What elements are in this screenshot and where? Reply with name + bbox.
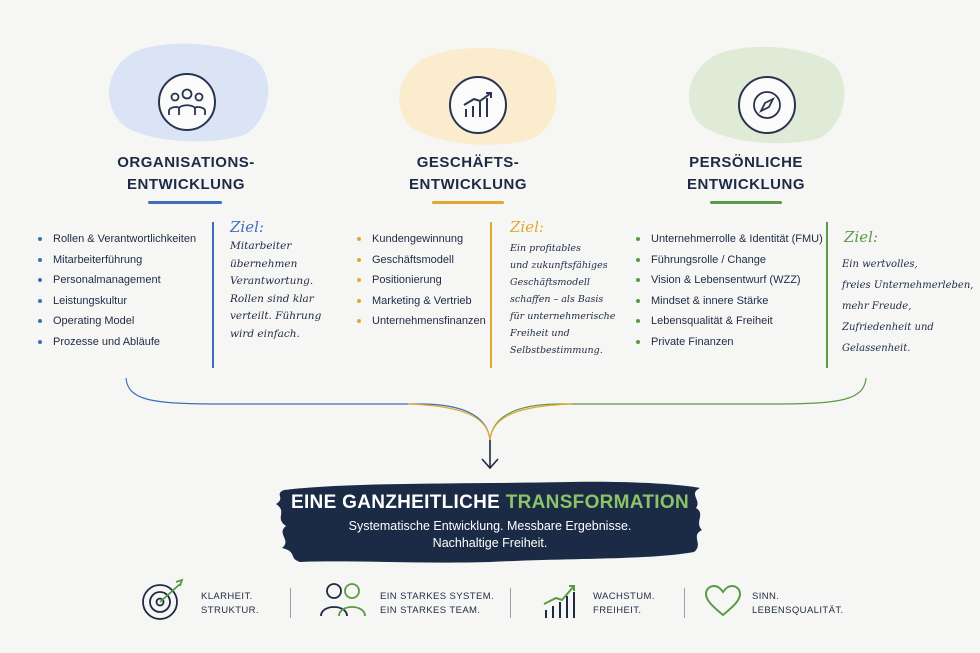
column-title-geschaeft: GESCHÄFTS- ENTWICKLUNG xyxy=(409,154,527,193)
list-item: Private Finanzen xyxy=(636,332,823,353)
goal-divider-geschaeft xyxy=(490,222,492,368)
list-item: Mindset & innere Stärke xyxy=(636,291,823,312)
list-item: Kundengewinnung xyxy=(357,229,486,250)
list-item: Mitarbeiterführung xyxy=(38,250,196,271)
list-item: Lebensqualität & Freiheit xyxy=(636,311,823,332)
list-item: Führungsrolle / Change xyxy=(636,250,823,271)
goal-text-persoenlich: Ein wertvolles, freies Unternehmerleben,… xyxy=(842,259,974,354)
goal-label-geschaeft: Ziel: xyxy=(510,218,544,236)
footer-divider xyxy=(684,588,685,618)
footer-text-meaning: SINN. LEBENSQUALITÄT. xyxy=(752,591,844,616)
footer-text-growth: WACHSTUM. FREIHEIT. xyxy=(593,591,655,616)
banner-title: EINE GANZHEITLICHE TRANSFORMATION xyxy=(291,492,689,513)
title-underline-organisation xyxy=(148,201,222,204)
two-people-icon xyxy=(320,583,366,617)
footer-text-system: EIN STARKES SYSTEM. EIN STARKES TEAM. xyxy=(380,591,495,616)
list-item: Operating Model xyxy=(38,311,196,332)
banner-subtitle: Systematische Entwicklung. Messbare Erge… xyxy=(348,519,632,550)
item-list-geschaeft: Kundengewinnung Geschäftsmodell Position… xyxy=(357,229,486,332)
list-item: Geschäftsmodell xyxy=(357,250,486,271)
title-underline-geschaeft xyxy=(432,201,504,204)
growth-chart-icon xyxy=(449,76,507,134)
footer-divider xyxy=(510,588,511,618)
compass-icon xyxy=(738,76,796,134)
goal-divider-persoenlich xyxy=(826,222,828,368)
goal-label-organisation: Ziel: xyxy=(230,218,264,236)
banner-brush-background xyxy=(276,481,702,563)
item-list-organisation: Rollen & Verantwortlichkeiten Mitarbeite… xyxy=(38,229,196,353)
list-item: Unternehmerrolle & Identität (FMU) xyxy=(636,229,823,250)
footer-divider xyxy=(290,588,291,618)
footer-text-clarity: KLARHEIT. STRUKTUR. xyxy=(201,591,259,616)
goal-text-organisation: Mitarbeiter übernehmen Verantwortung. Ro… xyxy=(230,240,322,340)
list-item: Rollen & Verantwortlichkeiten xyxy=(38,229,196,250)
item-list-persoenlich: Unternehmerrolle & Identität (FMU) Führu… xyxy=(636,229,823,353)
convergence-connector xyxy=(125,377,867,470)
column-title-persoenlich: PERSÖNLICHE ENTWICKLUNG xyxy=(687,154,805,193)
target-arrow-icon xyxy=(142,578,184,620)
list-item: Personalmanagement xyxy=(38,270,196,291)
list-item: Unternehmensfinanzen xyxy=(357,311,486,332)
list-item: Positionierung xyxy=(357,270,486,291)
goal-divider-organisation xyxy=(212,222,214,368)
list-item: Prozesse und Abläufe xyxy=(38,332,196,353)
goal-text-geschaeft: Ein profitables und zukunftsfähiges Gesc… xyxy=(510,243,616,356)
list-item: Vision & Lebensentwurf (WZZ) xyxy=(636,270,823,291)
list-item: Leistungskultur xyxy=(38,291,196,312)
heart-icon xyxy=(704,584,742,617)
goal-label-persoenlich: Ziel: xyxy=(844,228,878,246)
growth-bars-icon xyxy=(543,585,575,618)
people-group-icon xyxy=(158,73,216,131)
list-item: Marketing & Vertrieb xyxy=(357,291,486,312)
column-title-organisation: ORGANISATIONS- ENTWICKLUNG xyxy=(117,154,255,193)
title-underline-persoenlich xyxy=(710,201,782,204)
